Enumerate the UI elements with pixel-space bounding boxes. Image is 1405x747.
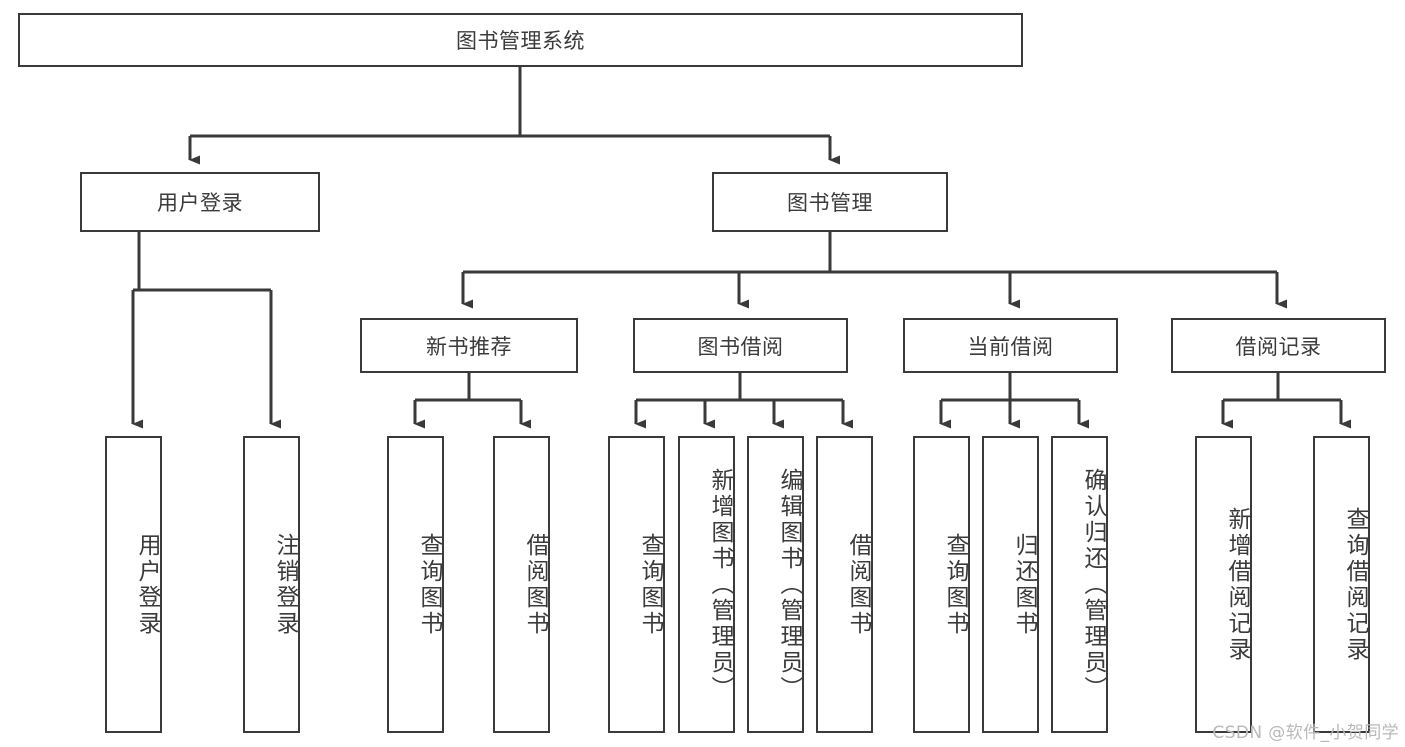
leaf-record-add-record[interactable]: 新增借阅记录	[1195, 436, 1252, 733]
node-label: 编辑图书（管理员）	[776, 467, 802, 702]
node-book-management[interactable]: 图书管理	[712, 172, 948, 232]
leaf-user-login-logout[interactable]: 注销登录	[243, 436, 300, 733]
node-label: 新增图书（管理员）	[707, 467, 733, 702]
node-book-borrow[interactable]: 图书借阅	[633, 318, 848, 373]
leaf-borrow-add-book-admin[interactable]: 新增图书（管理员）	[678, 436, 735, 733]
leaf-new-book-query-book[interactable]: 查询图书	[387, 436, 444, 733]
node-label: 图书管理系统	[456, 29, 585, 53]
leaf-current-return-book[interactable]: 归还图书	[982, 436, 1039, 733]
node-label: 图书管理	[787, 191, 873, 215]
node-label: 借阅图书	[845, 532, 871, 637]
leaf-current-confirm-return-admin[interactable]: 确认归还（管理员）	[1051, 436, 1108, 733]
node-label: 归还图书	[1011, 532, 1037, 637]
node-user-login[interactable]: 用户登录	[80, 172, 320, 232]
node-borrow-record[interactable]: 借阅记录	[1171, 318, 1386, 373]
node-label: 用户登录	[157, 191, 243, 215]
node-root-book-management-system[interactable]: 图书管理系统	[18, 13, 1023, 67]
node-label: 新增借阅记录	[1224, 506, 1250, 663]
node-label: 新书推荐	[426, 334, 512, 359]
node-label: 用户登录	[134, 532, 160, 637]
node-label: 注销登录	[272, 532, 298, 637]
leaf-new-book-borrow-book[interactable]: 借阅图书	[493, 436, 550, 733]
leaf-record-query-record[interactable]: 查询借阅记录	[1313, 436, 1370, 733]
node-label: 借阅记录	[1235, 334, 1322, 359]
leaf-borrow-query-book[interactable]: 查询图书	[608, 436, 665, 733]
node-label: 确认归还（管理员）	[1080, 467, 1106, 702]
node-new-book-recommend[interactable]: 新书推荐	[360, 318, 578, 373]
node-label: 查询借阅记录	[1342, 506, 1368, 663]
leaf-borrow-edit-book-admin[interactable]: 编辑图书（管理员）	[747, 436, 804, 733]
leaf-borrow-borrow-book[interactable]: 借阅图书	[816, 436, 873, 733]
node-label: 查询图书	[637, 532, 663, 637]
leaf-current-query-book[interactable]: 查询图书	[913, 436, 970, 733]
node-current-borrow[interactable]: 当前借阅	[903, 318, 1118, 373]
node-label: 借阅图书	[522, 532, 548, 637]
node-label: 当前借阅	[967, 334, 1054, 359]
node-label: 查询图书	[416, 532, 442, 637]
leaf-user-login-login[interactable]: 用户登录	[105, 436, 162, 733]
watermark-csdn: CSDN @软件_小贺同学	[1212, 723, 1399, 743]
node-label: 图书借阅	[697, 334, 784, 359]
node-label: 查询图书	[942, 532, 968, 637]
